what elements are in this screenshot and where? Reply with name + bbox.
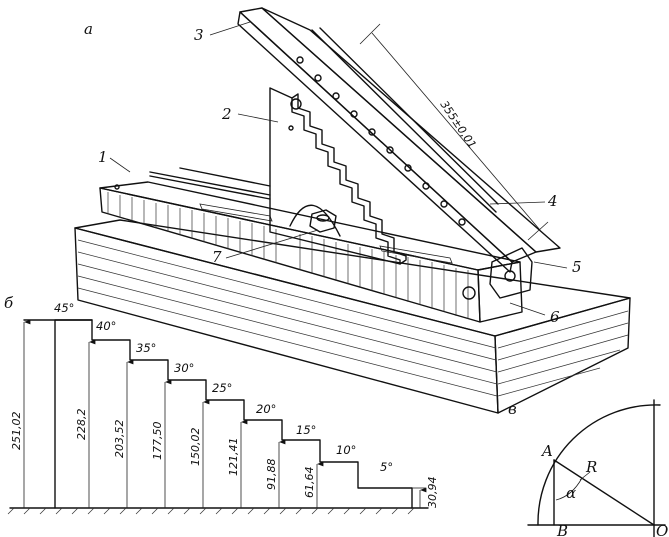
step-angle-10: 10° — [336, 443, 356, 457]
base-plate-side-hatch — [77, 239, 629, 397]
length-dimension: 355±0,01 — [359, 23, 549, 241]
panel-label-a: а — [84, 20, 93, 38]
angle-alpha: α — [566, 484, 576, 502]
callout-6: 6 — [550, 308, 560, 326]
step-profile-outline — [54, 319, 413, 509]
fixture-isometric-view: 355±0,01 а 3 2 1 4 7 5 6 — [74, 7, 631, 414]
roller-hinge — [290, 98, 533, 300]
step-profile-panel: б — [4, 294, 439, 515]
callout-5: 5 — [572, 258, 582, 276]
rail-hole — [114, 184, 120, 190]
radius-label: R — [585, 458, 597, 476]
block-hole — [288, 125, 294, 131]
point-B: B — [556, 522, 568, 537]
step-height-61: 61,64 — [303, 467, 316, 499]
length-dimension-label: 355±0,01 — [438, 98, 479, 151]
callout-leaders — [109, 21, 568, 316]
ruler-hole-row — [296, 56, 466, 226]
radius-arc — [537, 404, 661, 526]
step-angle-5: 5° — [380, 460, 393, 474]
step-angle-45: 45° — [54, 301, 74, 315]
rail-bar — [99, 167, 523, 323]
callout-7: 7 — [212, 248, 222, 266]
base-plate — [74, 219, 631, 414]
step-height-177: 177,50 — [151, 422, 164, 461]
step-height-150: 150,02 — [189, 428, 202, 467]
radius-line — [553, 459, 655, 526]
height-dimensions — [23, 319, 427, 508]
step-angle-40: 40° — [96, 319, 116, 333]
callout-1: 1 — [98, 148, 108, 166]
step-angle-20: 20° — [256, 402, 276, 416]
angle-arc — [555, 477, 583, 501]
step-height-121: 121,41 — [227, 438, 240, 477]
point-A: A — [540, 442, 553, 460]
panel-label-v: в — [508, 400, 517, 418]
panel-label-b: б — [4, 294, 14, 312]
clamp-nut — [309, 209, 337, 233]
step-angle-30: 30° — [174, 361, 194, 375]
step-angle-15: 15° — [296, 423, 316, 437]
step-height-203: 203,52 — [113, 420, 126, 459]
sine-bar-ruler — [237, 7, 561, 273]
sine-geometry-panel: в A B O R α — [508, 399, 668, 537]
callout-3: 3 — [194, 26, 204, 44]
step-height-251: 251,02 — [10, 412, 23, 451]
step-angle-35: 35° — [136, 341, 156, 355]
callout-4: 4 — [547, 192, 558, 210]
step-height-228: 228,2 — [75, 409, 88, 441]
step-angle-25: 25° — [212, 381, 232, 395]
step-height-91: 91,88 — [265, 459, 278, 491]
ground-line — [7, 507, 429, 515]
point-O: O — [656, 522, 668, 537]
callout-2: 2 — [221, 105, 232, 123]
step-height-30: 30,94 — [426, 477, 439, 509]
rail-side-hatch — [107, 192, 469, 319]
